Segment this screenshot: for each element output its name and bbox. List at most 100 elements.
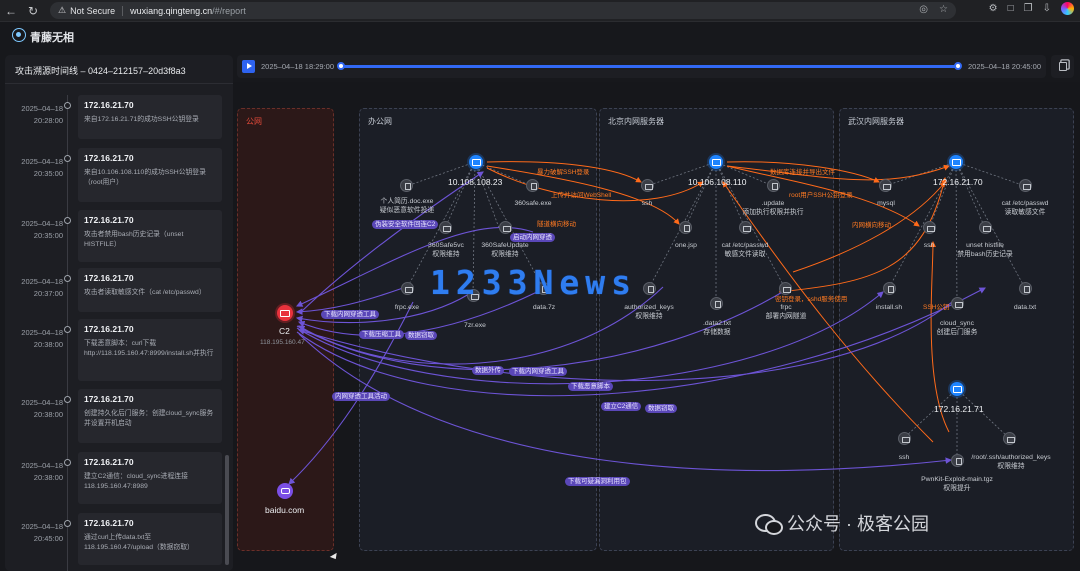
- reader-icon[interactable]: ◎: [919, 4, 928, 15]
- file-node[interactable]: [643, 282, 656, 295]
- process-node[interactable]: [467, 289, 480, 302]
- host-node-office[interactable]: [469, 155, 483, 169]
- bookmark-star-icon[interactable]: ☆: [939, 4, 948, 15]
- edge-label: root用户SSH公钥登录: [789, 192, 853, 199]
- timeline-dot: [64, 520, 71, 527]
- file-node[interactable]: [710, 297, 723, 310]
- process-node[interactable]: [979, 221, 992, 234]
- download-icon[interactable]: ⇩: [1042, 3, 1051, 14]
- slider-start-handle[interactable]: [337, 62, 345, 70]
- timeline-dot: [64, 155, 71, 162]
- slider-end-time: 2025–04–18 20:45:00: [968, 62, 1041, 71]
- process-node[interactable]: [499, 221, 512, 234]
- edge-label: 启动内网穿透: [510, 233, 555, 242]
- process-node[interactable]: [401, 282, 414, 295]
- edge-label: 下载内网穿透工具: [321, 310, 379, 319]
- slider-start-time: 2025–04–18 18:29:00: [261, 62, 334, 71]
- host-ip-wuhan-70: 172.16.21.70: [933, 177, 983, 187]
- not-secure-label: Not Secure: [70, 5, 116, 16]
- profile-avatar[interactable]: [1061, 2, 1074, 15]
- not-secure-icon: ⚠: [58, 5, 67, 15]
- process-node[interactable]: [739, 221, 752, 234]
- edge-label: 密钥登录，sshd服务使用: [775, 296, 848, 303]
- process-node[interactable]: [641, 179, 654, 192]
- edge-label: 上传并访问WebShell: [551, 192, 612, 199]
- timeline-dot: [64, 217, 71, 224]
- play-button[interactable]: [242, 60, 255, 73]
- wechat-icon: [755, 512, 783, 535]
- time-slider-track[interactable]: [337, 62, 962, 70]
- browser-toolbar: ← ↻ ⚠ Not Secure wuxiang.qingteng.cn/#/r…: [0, 0, 1080, 22]
- reload-icon[interactable]: ↻: [27, 3, 39, 18]
- edge-label: 暴力破解SSH登录: [537, 169, 590, 176]
- file-node[interactable]: [883, 282, 896, 295]
- timeline-scrollbar[interactable]: [225, 455, 229, 565]
- edge-label: 下载恶意脚本: [568, 382, 613, 391]
- timeline-dot: [64, 275, 71, 282]
- purple-c2-edges: [288, 171, 986, 485]
- baidu-node[interactable]: [277, 483, 293, 499]
- c2-label: C2: [279, 326, 290, 336]
- watermark-text: 1233News: [430, 263, 637, 302]
- process-node[interactable]: [879, 179, 892, 192]
- process-node[interactable]: [1003, 432, 1016, 445]
- back-icon[interactable]: ←: [5, 3, 17, 18]
- edge-label: 隧道横向移动: [537, 221, 576, 228]
- wechat-watermark: 公众号 · 极客公园: [755, 510, 929, 536]
- process-node[interactable]: [898, 432, 911, 445]
- file-node[interactable]: [526, 179, 539, 192]
- timeline-dot: [64, 396, 71, 403]
- app-header: 青藤无相: [0, 22, 1080, 48]
- host-ip-wuhan-71: 172.16.21.71: [934, 404, 984, 414]
- file-node[interactable]: [679, 221, 692, 234]
- edge-label: 数据窃取: [405, 331, 437, 340]
- edge-label: 伪装安全软件回连C2: [372, 220, 439, 229]
- edge-label: 下载压缩工具: [359, 330, 404, 339]
- edge-label: 数据库连接并导出文件: [770, 169, 835, 176]
- process-node[interactable]: [923, 221, 936, 234]
- edge-label: 建立C2通信: [601, 402, 642, 411]
- edge-label: SSH公钥: [923, 304, 950, 311]
- time-slider-bar: 2025–04–18 18:29:00 2025–04–18 20:45:00: [237, 55, 1046, 78]
- address-bar[interactable]: ⚠ Not Secure wuxiang.qingteng.cn/#/repor…: [50, 2, 956, 19]
- timeline-dot: [64, 459, 71, 466]
- tabs-icon[interactable]: ❐: [1023, 3, 1033, 14]
- timeline-panel: 攻击溯源时间线 – 0424–212157–20d3f8a3 2025–04–1…: [5, 55, 233, 571]
- host-ip-beijing: 10.106.108.110: [688, 177, 747, 187]
- file-node[interactable]: [1019, 282, 1032, 295]
- brand-logo-icon: [12, 28, 26, 42]
- c2-node[interactable]: [277, 305, 293, 321]
- copy-button[interactable]: [1051, 55, 1074, 78]
- brand-name: 青藤无相: [30, 32, 74, 44]
- c2-ip: 118.195.160.47: [260, 339, 305, 346]
- sidebar-icon[interactable]: □: [1007, 3, 1014, 14]
- graph-edges: [288, 161, 1026, 485]
- timeline-dot: [64, 102, 71, 109]
- file-node[interactable]: [400, 179, 413, 192]
- file-node[interactable]: [537, 282, 550, 295]
- baidu-label: baidu.com: [265, 505, 305, 515]
- extensions-icon[interactable]: ⚙: [988, 3, 998, 14]
- edge-label: 内网横向移动: [852, 222, 891, 229]
- url-text: wuxiang.qingteng.cn/#/report: [130, 5, 246, 16]
- host-node-beijing[interactable]: [709, 155, 723, 169]
- process-node[interactable]: [1019, 179, 1032, 192]
- attack-graph-canvas[interactable]: 公网 办公网 北京内网服务器 武汉内网服务器: [233, 82, 1080, 571]
- edge-label: 数据窃取: [645, 404, 677, 413]
- host-ip-office: 10.108.108.23: [448, 177, 503, 187]
- slider-end-handle[interactable]: [954, 62, 962, 70]
- timeline-dot: [64, 326, 71, 333]
- orange-attack-edges: [486, 161, 950, 443]
- copy-icon: [1058, 62, 1067, 71]
- edge-label: 内网穿透工具活动: [332, 392, 390, 401]
- file-node[interactable]: [767, 179, 780, 192]
- process-node[interactable]: [439, 221, 452, 234]
- process-node[interactable]: [779, 282, 792, 295]
- file-node[interactable]: [951, 454, 964, 467]
- zone-public: 公网: [237, 108, 334, 551]
- edge-label: 下载可疑漏洞利用包: [565, 477, 630, 486]
- process-node[interactable]: [951, 297, 964, 310]
- host-node-wuhan-70[interactable]: [949, 155, 963, 169]
- host-node-wuhan-71[interactable]: [950, 382, 964, 396]
- timeline-title: 攻击溯源时间线 – 0424–212157–20d3f8a3: [15, 66, 186, 76]
